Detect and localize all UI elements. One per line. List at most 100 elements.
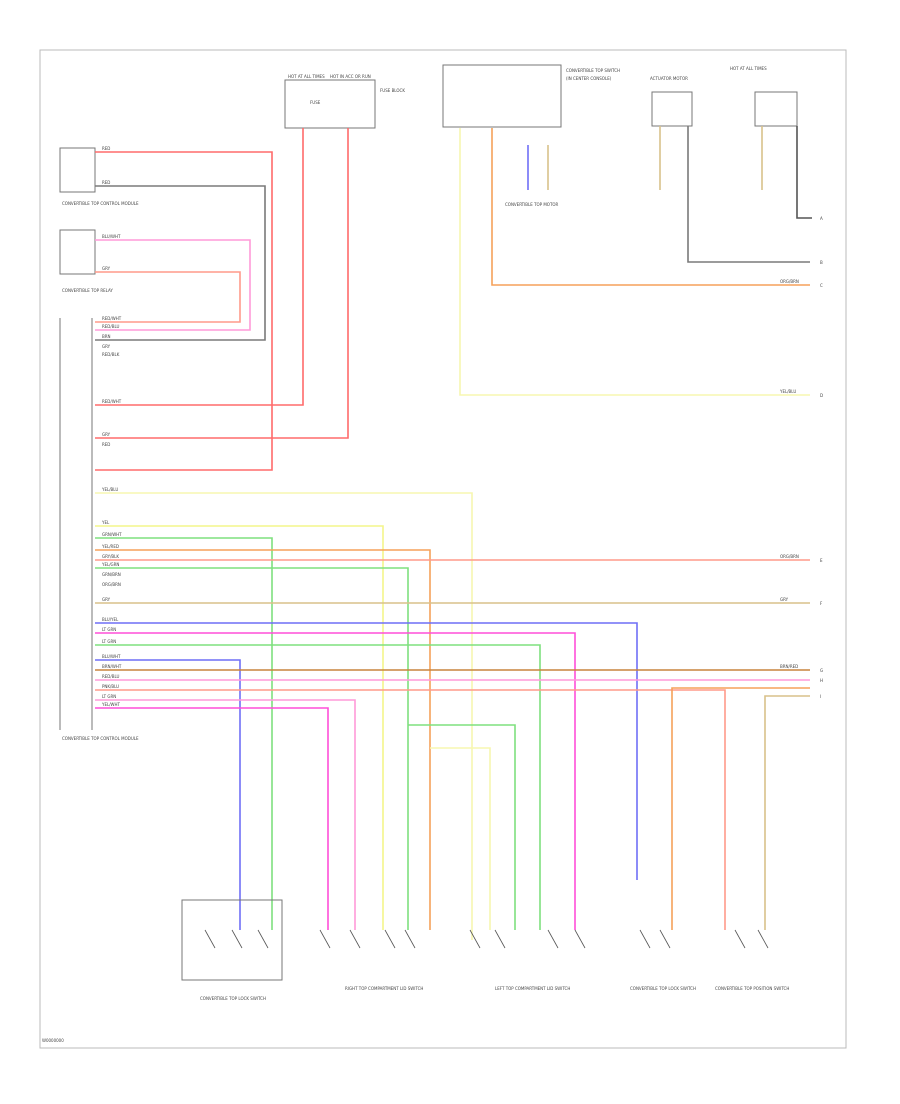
wire-label-12: YEL/BLU — [101, 487, 118, 492]
wire-black-1 — [796, 126, 812, 219]
wire-green-3 — [95, 644, 541, 930]
wire-label-right-5: BRN/RED — [780, 664, 798, 669]
wire-yellow-3 — [95, 525, 384, 930]
wire-gray-2 — [687, 126, 810, 263]
connector-4: E — [820, 558, 823, 563]
wire-label-5: RED/BLU — [102, 324, 120, 329]
wire-label-4: RED/WHT — [102, 316, 122, 321]
wire-tan-5 — [764, 695, 810, 930]
wire-label-25: BRN/WHT — [102, 664, 122, 669]
bottom-switch-label-2: RIGHT TOP COMPARTMENT LID SWITCH — [345, 986, 423, 991]
wire-label-27: PNK/BLU — [102, 684, 119, 689]
wire-red-2 — [95, 128, 304, 406]
fuse-block — [284, 79, 376, 129]
connector-1: B — [820, 260, 823, 265]
wire-label-17: YEL/GRN — [101, 562, 119, 567]
switch-contact-13 — [734, 929, 746, 949]
connector-0: A — [820, 216, 823, 221]
wire-label-7: GRY — [102, 344, 111, 349]
wire-label-right-2: YEL/BLU — [779, 389, 796, 394]
wire-label-1: RED — [102, 180, 110, 185]
fuse-label-c: FUSE BLOCK — [380, 88, 405, 93]
wire-yellow-2 — [95, 492, 473, 940]
wire-label-26: RED/BLU — [102, 674, 120, 679]
wire-salmon-3 — [95, 689, 726, 930]
top-switch-box — [442, 64, 562, 128]
motor-label-1: ACTUATOR MOTOR — [650, 76, 688, 81]
wire-label-19: ORG/BRN — [102, 582, 121, 587]
switch-contact-4 — [349, 929, 361, 949]
wire-label-24: BLU/WHT — [102, 654, 121, 659]
wire-label-29: YEL/WHT — [101, 702, 121, 707]
wire-blue-3 — [95, 659, 241, 930]
motor-box-2 — [754, 91, 798, 127]
wire-magenta-1 — [95, 632, 576, 930]
wire-gray-1 — [95, 185, 266, 341]
top-switch-sub: (IN CENTER CONSOLE) — [566, 76, 612, 81]
wire-label-15: YEL/RED — [101, 544, 119, 549]
wire-label-11: RED — [102, 442, 110, 447]
left-relay-group: CONVERTIBLE TOP CONTROL MODULE CONVERTIB… — [59, 147, 139, 741]
wire-red-3 — [95, 128, 349, 439]
wire-label-13: YEL — [101, 520, 110, 525]
wire-pink-3 — [95, 699, 356, 930]
wire-label-22: LT GRN — [102, 627, 116, 632]
switch-contact-12 — [659, 929, 671, 949]
wire-orange-2 — [95, 549, 431, 930]
footer-label: W0000000 — [42, 1038, 64, 1043]
switch-contact-11 — [639, 929, 651, 949]
wire-label-right-4: GRY — [780, 597, 789, 602]
top-switch-label: CONVERTIBLE TOP SWITCH — [566, 68, 620, 73]
wire-green-2 — [95, 567, 409, 930]
fuse-label-b: HOT IN ACC OR RUN — [330, 74, 371, 79]
wire-label-layer: REDREDBLU/WHTGRYRED/WHTRED/BLUBRNGRYRED/… — [101, 146, 799, 707]
wire-label-8: RED/BLK — [102, 352, 120, 357]
connector-2: C — [820, 283, 823, 288]
left-module-label-a: CONVERTIBLE TOP CONTROL MODULE — [62, 201, 139, 206]
wire-layer — [95, 126, 812, 940]
wire-orange-3 — [671, 687, 810, 930]
motor-label-2: HOT AT ALL TIMES — [730, 66, 767, 71]
fuse-label-d: FUSE — [310, 100, 321, 105]
bottom-switch-label-1: CONVERTIBLE TOP LOCK SWITCH — [200, 996, 266, 1001]
switch-contact-6 — [404, 929, 416, 949]
wire-label-right-1: ORG/BRN — [780, 279, 799, 284]
switch-contact-9 — [547, 929, 559, 949]
wire-green-4 — [408, 724, 516, 930]
wire-label-3: GRY — [102, 266, 111, 271]
motor-label: CONVERTIBLE TOP MOTOR — [505, 202, 559, 207]
wire-orange-1 — [491, 128, 810, 286]
switch-contact-8 — [494, 929, 506, 949]
switch-contact-0 — [204, 929, 216, 949]
wire-label-16: GRY/BLK — [102, 554, 119, 559]
wire-label-10: GRY — [102, 432, 111, 437]
bottom-switch-label-3: LEFT TOP COMPARTMENT LID SWITCH — [495, 986, 570, 991]
bottom-switch-group: CONVERTIBLE TOP LOCK SWITCH RIGHT TOP CO… — [42, 899, 789, 1043]
left-relay-box-1 — [59, 147, 96, 193]
top-switch-group: CONVERTIBLE TOP SWITCH (IN CENTER CONSOL… — [442, 64, 620, 207]
wire-magenta-2 — [95, 707, 329, 930]
switch-contact-10 — [574, 929, 586, 949]
switch-contact-2 — [257, 929, 269, 949]
switch-contact-7 — [469, 929, 481, 949]
bottom-switch-label-4: CONVERTIBLE TOP LOCK SWITCH — [630, 986, 696, 991]
wire-label-right-3: ORG/BRN — [780, 554, 799, 559]
bottom-switch-box-1 — [181, 899, 283, 981]
motor-box-1 — [651, 91, 693, 127]
left-module-label-c: CONVERTIBLE TOP CONTROL MODULE — [62, 736, 139, 741]
top-right-group: ACTUATOR MOTOR HOT AT ALL TIMES — [650, 66, 798, 127]
wire-label-18: GRN/BRN — [102, 572, 121, 577]
wire-label-0: RED — [102, 146, 110, 151]
switch-contact-14 — [757, 929, 769, 949]
connector-6: G — [820, 668, 823, 673]
connector-3: D — [820, 393, 823, 398]
wire-label-23: LT GRN — [102, 639, 116, 644]
connector-8: I — [820, 694, 821, 699]
diagram-frame — [39, 49, 847, 1049]
wire-label-14: GRN/WHT — [102, 532, 122, 537]
bottom-switch-label-5: CONVERTIBLE TOP POSITION SWITCH — [715, 986, 789, 991]
wire-label-28: LT GRN — [102, 694, 116, 699]
wire-label-9: RED/WHT — [102, 399, 122, 404]
